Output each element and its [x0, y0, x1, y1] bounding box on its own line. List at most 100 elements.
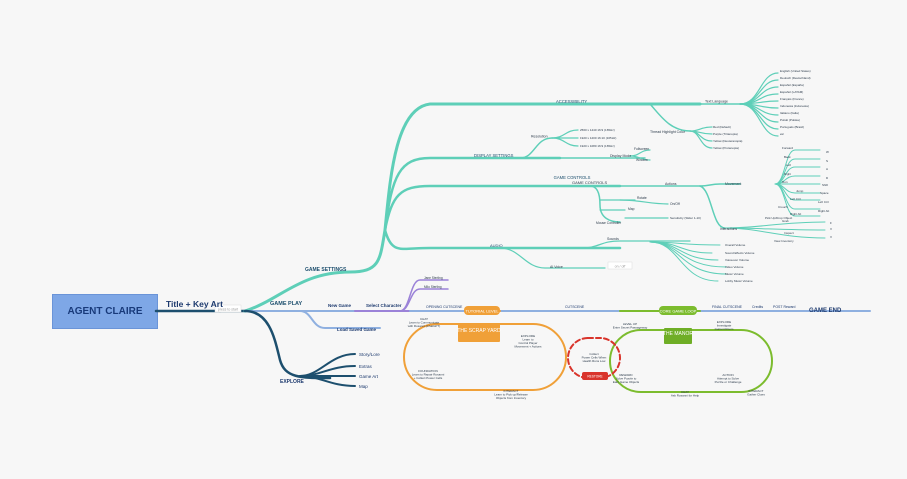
key-binding[interactable]: Right Alt [818, 209, 829, 213]
sounds-node[interactable]: Sounds [607, 237, 619, 241]
explore-item[interactable]: Story/Lore [359, 352, 380, 357]
key-binding[interactable]: D [826, 176, 829, 180]
interactions-node[interactable]: Interactions [720, 227, 737, 231]
audio-item[interactable]: Voiceover Volume [725, 258, 749, 262]
resolution-option[interactable]: 1920 x 1080 16:9 (165Hz) [580, 144, 615, 148]
resolution-option[interactable]: 2560 x 1440 16:9 (165Hz) [580, 128, 615, 132]
thread-color-option[interactable]: Yellow (Deuteranopia) [713, 139, 742, 143]
audio-item[interactable]: Video Volume [725, 265, 744, 269]
audio-node[interactable]: AUDIO [490, 243, 503, 248]
movement-item[interactable]: Crouch [778, 205, 788, 209]
resolution-option[interactable]: 1920 x 1200 16:10 (165Hz) [580, 136, 616, 140]
explore-node[interactable]: EXPLORE [280, 379, 305, 385]
language-option[interactable]: Español (España) [780, 83, 804, 87]
opening-cutscene-node[interactable]: OPENING CUTSCENE [426, 305, 463, 309]
character-option[interactable]: Jane Sterling [424, 276, 443, 280]
movement-item[interactable]: Left Ctrl [790, 197, 801, 201]
map-node[interactable]: Map [628, 207, 635, 211]
key-binding[interactable]: W [826, 150, 829, 154]
fullscreen-option[interactable]: Fullscreen [634, 147, 649, 151]
final-cutscene-node[interactable]: FINAL CUTSCENE [712, 305, 743, 309]
language-option[interactable]: Polski (Polska) [780, 118, 800, 122]
thread-highlight-node[interactable]: Thread Highlight Color [650, 130, 686, 134]
language-option[interactable]: English (United States) [780, 69, 811, 73]
tutorial-pill[interactable] [464, 306, 500, 315]
language-option[interactable]: etc [780, 132, 785, 136]
thread-color-option[interactable]: Red (Default) [713, 125, 731, 129]
core-loop-pill[interactable] [659, 306, 697, 315]
audio-item[interactable]: Overall Volume [725, 243, 746, 247]
explore-item[interactable]: Game Art [359, 374, 379, 379]
key-binding[interactable]: F [830, 221, 832, 225]
character-option[interactable]: Milo Sterling [424, 285, 442, 289]
movement-item[interactable]: Grab [782, 219, 789, 223]
restore-pill[interactable] [582, 372, 608, 380]
thread-color-option[interactable]: Purple (Tritanopia) [713, 132, 738, 136]
title-art-node[interactable]: Title + Key Art [166, 299, 223, 309]
scrap-yard-node[interactable] [458, 324, 500, 342]
audio-item[interactable]: Music Volume [725, 272, 744, 276]
language-option[interactable]: Français (France) [780, 97, 804, 101]
game-controls-node[interactable]: GAME CONTROLS [554, 175, 591, 180]
rotate-node[interactable]: Rotate [637, 196, 647, 200]
new-game-node[interactable]: New Game [328, 303, 352, 308]
audio-item[interactable]: Lobby Music Volume [725, 279, 753, 283]
language-option[interactable]: Deutsch (Deutschland) [780, 76, 811, 80]
explore-item[interactable]: Map [359, 384, 368, 389]
credits-node[interactable]: Credits [752, 305, 763, 309]
mouse-controller-node[interactable]: Mouse Controller [596, 221, 622, 225]
load-saved-node[interactable]: Load Saved Game [337, 327, 377, 332]
display-mode-node[interactable]: Display Mode [610, 154, 631, 158]
explore-item[interactable]: Extras [359, 364, 373, 369]
onoff-node[interactable]: On/Off [670, 202, 680, 206]
movement-item[interactable]: Forward [782, 146, 793, 150]
select-character-node[interactable]: Select Character [366, 303, 402, 308]
post-reward-node[interactable]: POST Reward [773, 305, 796, 309]
game-end-node[interactable]: GAME END [809, 308, 842, 314]
game-play-node[interactable]: GAME PLAY [270, 301, 303, 307]
movement-item[interactable]: Inspect [784, 231, 794, 235]
manor-node[interactable] [664, 328, 692, 344]
accessibility-node[interactable]: ACCESSIBILITY [556, 99, 587, 104]
key-binding[interactable]: Space [820, 191, 829, 195]
key-binding[interactable]: Left Ctrl [818, 200, 829, 204]
ai-voice-node[interactable]: AI Voice [550, 265, 563, 269]
window-option[interactable]: Window [636, 158, 648, 162]
language-option[interactable]: Português (Brasil) [780, 125, 804, 129]
display-settings-node[interactable]: DISPLAY SETTINGS [474, 153, 514, 158]
movement-item[interactable]: Right Alt [790, 212, 801, 216]
resolution-node[interactable]: Resolution [531, 135, 548, 139]
language-option[interactable]: Español (LATAM) [780, 90, 803, 94]
sensitivity-node[interactable]: Sensitivity (Slider 1-10) [670, 216, 701, 220]
key-binding[interactable]: V [830, 235, 832, 239]
audio-item[interactable]: Sound Effects Volume [725, 251, 755, 255]
movement-item[interactable]: View Inventory [774, 239, 794, 243]
text-language-node[interactable]: Text Language [705, 100, 728, 104]
key-binding[interactable]: A [826, 167, 828, 171]
language-option[interactable]: Italiano (Italia) [780, 111, 799, 115]
root-node[interactable]: AGENT CLAIRE [52, 294, 158, 329]
movement-item[interactable]: Pick Up/Drop Object [765, 216, 792, 220]
game-settings-node[interactable]: GAME SETTINGS [305, 267, 347, 273]
movement-item[interactable]: Jump [796, 189, 804, 193]
movement-item[interactable]: Left [786, 163, 791, 167]
movement-item[interactable]: Right [784, 172, 791, 176]
key-binding[interactable]: Shift [822, 183, 828, 187]
movement-item[interactable]: Back [784, 155, 791, 159]
actions-node[interactable]: Actions [665, 182, 677, 186]
key-binding[interactable]: V [830, 227, 832, 231]
language-option[interactable]: Indonesia (Indonesia) [780, 104, 809, 108]
movement-item[interactable]: Run [782, 180, 788, 184]
thread-color-option[interactable]: Yellow (Protanopia) [713, 146, 739, 150]
